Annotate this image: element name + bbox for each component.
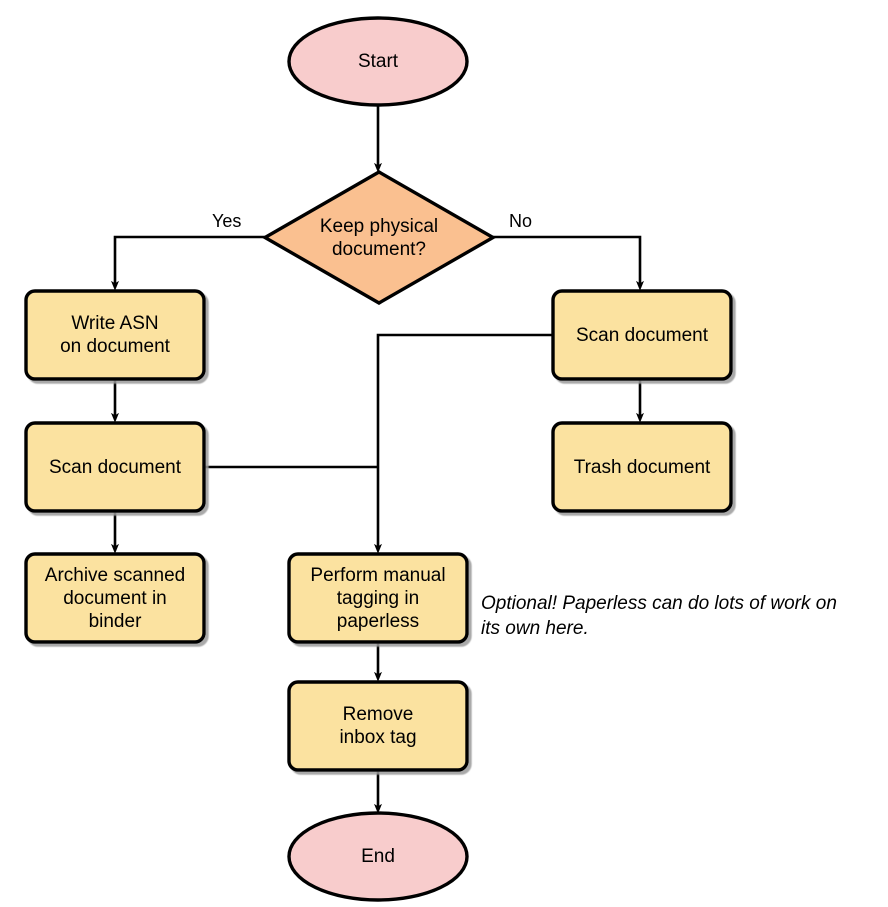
edge-scan-right-to-manual-tagging [374, 333, 553, 554]
end-node-shape[interactable] [287, 811, 469, 902]
edge-label-no: No [509, 211, 533, 231]
edge-layer [111, 105, 644, 814]
process-perform-manual-tagging-in-paperless-shape[interactable] [287, 552, 469, 644]
edge-decision-no-to-scan-right [493, 235, 644, 291]
annotation-optional-note: Optional! Paperless can do lots of work … [481, 593, 837, 639]
process-remove-inbox-tag-shape[interactable] [287, 680, 469, 772]
process-scan-document-right-shape[interactable] [551, 289, 733, 381]
start-node-shape[interactable] [287, 16, 469, 107]
process-write-asn-on-document-shape[interactable] [24, 289, 206, 381]
edge-decision-yes-to-write-asn [111, 235, 265, 291]
edge-label-yes: Yes [212, 211, 242, 231]
process-trash-document-shape[interactable] [551, 421, 733, 513]
process-scan-document-left-shape[interactable] [24, 421, 206, 513]
decision-keep-physical-document-shape[interactable] [261, 170, 497, 305]
node-layer [24, 16, 733, 902]
process-archive-scanned-document-in-binder-shape[interactable] [24, 552, 206, 644]
